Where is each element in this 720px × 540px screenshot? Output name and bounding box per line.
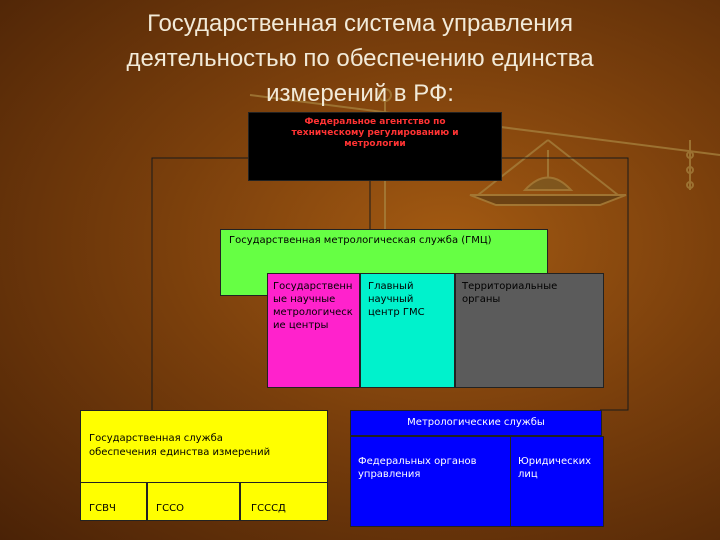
title-line: Государственная система управления [147, 10, 573, 37]
gsssd-label: ГСССД [251, 503, 286, 514]
text-line: Юридических [518, 456, 592, 467]
text-line: центр ГМС [368, 307, 425, 318]
federal-bodies-label: Федеральных органов управления [358, 455, 477, 481]
text-line: лиц [518, 469, 538, 480]
title-line: измерений в РФ: [266, 80, 454, 107]
text-line: Федеральных органов [358, 456, 477, 467]
text-line: обеспечения единства измерений [89, 447, 271, 458]
text-line: ые научные [273, 294, 336, 305]
federal-agency-label: Федеральное агентство по техническому ре… [249, 117, 501, 150]
agency-line: Федеральное агентство по [304, 117, 446, 127]
gsso-box: ГССО [147, 482, 240, 521]
metrology-centers-label: Государственн ые научные метрологическ и… [273, 280, 353, 332]
text-line: Территориальные [462, 281, 558, 292]
text-line: Государственн [273, 281, 353, 292]
text-line: органы [462, 294, 501, 305]
metro-services-label: Метрологические службы [407, 417, 545, 428]
agency-line: техническому регулированию и [291, 128, 459, 138]
text-line: метрологическ [273, 307, 353, 318]
metrology-centers-box: Государственн ые научные метрологическ и… [267, 273, 360, 388]
main-center-box: Главный научный центр ГМС [360, 273, 455, 388]
federal-agency-box: Федеральное агентство по техническому ре… [248, 112, 502, 181]
main-center-label: Главный научный центр ГМС [368, 280, 425, 319]
agency-line: метрологии [344, 139, 406, 149]
territorial-bodies-label: Территориальные органы [462, 280, 557, 306]
gsvch-box: ГСВЧ [80, 482, 147, 521]
text-line: Главный [368, 281, 414, 292]
legal-entities-label: Юридических лиц [518, 455, 591, 481]
text-line: научный [368, 294, 414, 305]
gsso-label: ГССО [156, 503, 184, 514]
territorial-bodies-box: Территориальные органы [455, 273, 604, 388]
text-line: управления [358, 469, 421, 480]
text-line: ие центры [273, 320, 329, 331]
federal-bodies-box: Федеральных органов управления [350, 436, 512, 527]
gsoei-label: Государственная служба обеспечения единс… [89, 432, 270, 460]
gsvch-label: ГСВЧ [89, 503, 116, 514]
title-line: деятельностью по обеспечению единства [126, 45, 594, 72]
gms-label: Государственная метрологическая служба (… [229, 235, 492, 246]
metro-services-box: Метрологические службы [350, 410, 602, 436]
slide-title: Государственная система управления деяте… [40, 6, 680, 111]
legal-entities-box: Юридических лиц [510, 436, 604, 527]
text-line: Государственная служба [89, 433, 223, 444]
gsssd-box: ГСССД [240, 482, 328, 521]
